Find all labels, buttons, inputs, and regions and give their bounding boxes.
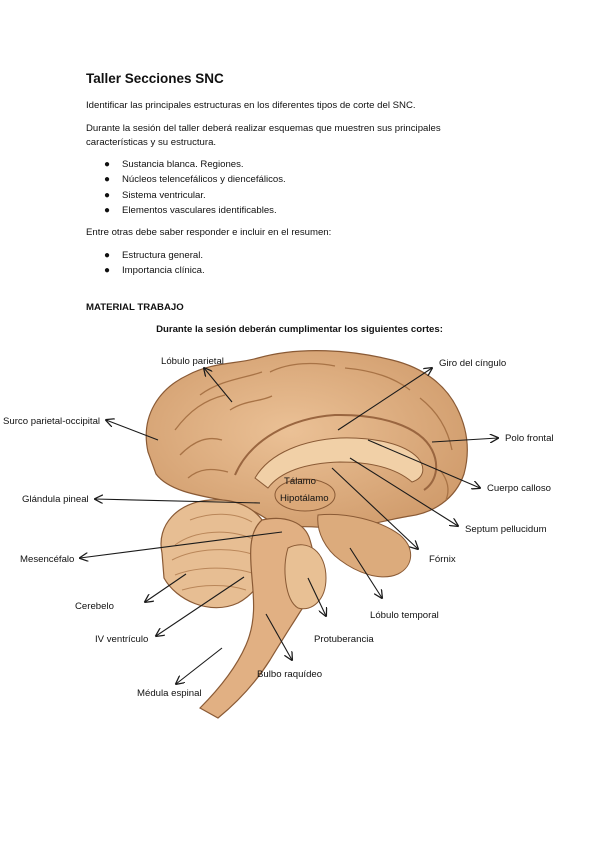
arrow-iv-ventriculo bbox=[156, 576, 245, 636]
figure-labels: Lóbulo parietal Giro del cíngulo Surco p… bbox=[3, 356, 554, 699]
temporal-lobe-shape bbox=[317, 513, 412, 578]
arrow-medula bbox=[176, 647, 223, 684]
list-item: ● Elementos vasculares identificables. bbox=[86, 203, 286, 218]
label-iv-ventriculo: IV ventrículo bbox=[95, 634, 148, 645]
cingulate-gyrus bbox=[234, 413, 438, 491]
arrow-protuberancia bbox=[307, 577, 326, 616]
label-cuerpo-calloso: Cuerpo calloso bbox=[487, 483, 551, 494]
section-heading: MATERIAL TRABAJO bbox=[86, 302, 184, 313]
label-surco-parietal-occipital: Surco parietal-occipital bbox=[3, 416, 100, 427]
list-item: ● Estructura general. bbox=[86, 248, 205, 263]
arrow-surco-parietal bbox=[106, 420, 159, 441]
label-talamo: Tálamo bbox=[284, 476, 316, 487]
label-polo-frontal: Polo frontal bbox=[505, 433, 554, 444]
bullet-icon: ● bbox=[104, 265, 111, 277]
bullet-icon: ● bbox=[104, 204, 111, 216]
arrow-septum bbox=[349, 457, 458, 526]
document-title: Taller Secciones SNC bbox=[86, 71, 224, 86]
arrow-mesencefalo bbox=[80, 531, 283, 558]
label-medula-espinal: Médula espinal bbox=[137, 688, 202, 699]
list-item-text: Sistema ventricular. bbox=[122, 189, 206, 201]
label-fornix: Fórnix bbox=[429, 554, 456, 565]
arrow-glandula-pineal bbox=[95, 499, 261, 503]
list-item-text: Elementos vasculares identificables. bbox=[122, 204, 277, 216]
list-item: ● Núcleos telencefálicos y diencefálicos. bbox=[86, 172, 286, 187]
pons-shape bbox=[284, 544, 327, 610]
bullet-icon: ● bbox=[104, 174, 111, 186]
label-mesencefalo: Mesencéfalo bbox=[20, 554, 74, 565]
requirements-list: ● Sustancia blanca. Regiones. ● Núcleos te… bbox=[86, 157, 286, 218]
arrow-bulbo bbox=[265, 613, 292, 660]
arrow-cuerpo-calloso bbox=[367, 439, 480, 488]
arrow-giro-cingulo bbox=[337, 368, 432, 431]
list-item-text: Estructura general. bbox=[122, 250, 204, 261]
corpus-callosum-shape bbox=[254, 437, 424, 489]
arrow-fornix bbox=[331, 467, 418, 549]
label-lobulo-parietal: Lóbulo parietal bbox=[161, 356, 224, 367]
list-item-text: Sustancia blanca. Regiones. bbox=[122, 159, 244, 170]
label-glandula-pineal: Glándula pineal bbox=[22, 494, 89, 505]
label-hipotalamo: Hipotálamo bbox=[280, 493, 329, 504]
list-item-text: Núcleos telencefálicos y diencefálicos. bbox=[122, 174, 286, 186]
label-lobulo-temporal: Lóbulo temporal bbox=[370, 610, 439, 621]
summary-intro: Entre otras debe saber responder e inclu… bbox=[86, 227, 332, 238]
session-text: Durante la sesión del taller deberá real… bbox=[86, 122, 476, 150]
session-line-2: características y su estructura. bbox=[86, 137, 217, 148]
bullet-icon: ● bbox=[104, 189, 111, 201]
session-line-1: Durante la sesión del taller deberá real… bbox=[86, 123, 441, 134]
label-cerebelo: Cerebelo bbox=[75, 601, 114, 612]
arrow-lobulo-temporal bbox=[349, 547, 382, 598]
instruction-text: Durante la sesión deberán cumplimentar l… bbox=[156, 324, 443, 335]
list-item: ● Sustancia blanca. Regiones. bbox=[86, 157, 286, 172]
arrow-lobulo-parietal bbox=[204, 368, 233, 403]
brain-illustration bbox=[145, 350, 468, 719]
thalamus-shape bbox=[274, 478, 336, 512]
intro-text: Identificar las principales estructuras … bbox=[86, 100, 416, 111]
arrow-polo-frontal bbox=[431, 438, 498, 442]
label-protuberancia: Protuberancia bbox=[314, 634, 374, 645]
label-giro-cingulo: Giro del cíngulo bbox=[439, 358, 506, 369]
gyri-lines bbox=[174, 362, 453, 501]
bullet-icon: ● bbox=[104, 250, 111, 261]
arrow-cerebelo bbox=[145, 573, 187, 602]
summary-list: ● Estructura general. ● Importancia clínic… bbox=[86, 248, 205, 279]
label-septum-pellucidum: Septum pellucidum bbox=[465, 524, 547, 535]
bullet-icon: ● bbox=[104, 159, 111, 170]
label-arrows bbox=[80, 368, 498, 684]
list-item: ● Importancia clínica. bbox=[86, 263, 205, 278]
label-bulbo-raquideo: Bulbo raquídeo bbox=[257, 669, 322, 680]
list-item-text: Importancia clínica. bbox=[122, 265, 205, 277]
list-item: ● Sistema ventricular. bbox=[86, 188, 286, 203]
